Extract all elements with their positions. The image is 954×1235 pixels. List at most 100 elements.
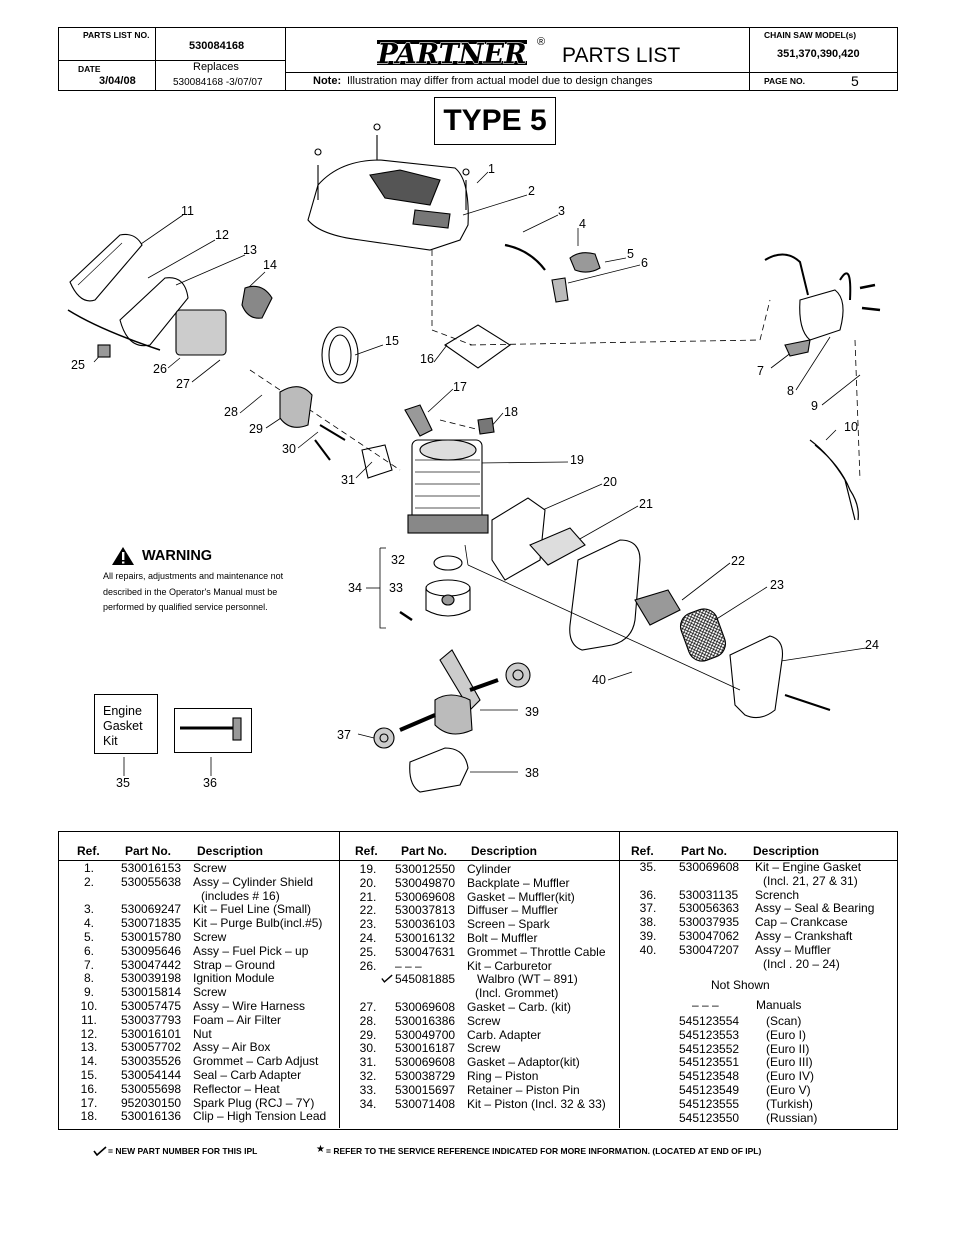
row-description: Ignition Module [193,971,275,986]
header-divider [749,28,750,90]
registered-mark: ® [537,36,546,48]
callout-20: 20 [603,475,617,489]
row-ref: 9. [83,985,94,1000]
row-description: (includes # 16) [201,888,280,903]
header-divider [285,72,897,73]
row-description: Screw [467,1041,501,1056]
row-part-no: – – – [395,958,422,973]
fuel-pickup-drawing [551,277,569,303]
muffler-bolt-drawing [784,694,831,711]
manual-part-no: 545123554 [679,1014,740,1028]
callout-25: 25 [71,358,85,372]
row-part-no: 530049870 [395,875,456,890]
row-ref: 31. [359,1055,377,1070]
callout-29: 29 [249,422,263,436]
row-part-no: 530016132 [395,931,456,945]
row-description: (Incl. Grommet) [475,986,559,1001]
row-ref: 38. [639,915,657,930]
manual-language: (Euro II) [766,1041,810,1056]
row-description: Assy – Wire Harness [193,999,306,1013]
row-description: Diffuser – Muffler [467,903,558,918]
high-tension-clip-drawing [477,417,495,435]
type-badge: TYPE 5 [434,97,556,145]
header-divider [59,60,285,61]
row-ref: 40. [639,942,657,957]
row-part-no: 530047631 [395,944,456,959]
row-description: Strap – Ground [193,957,276,972]
column-divider [619,832,620,1128]
callout-8: 8 [787,384,794,398]
row-ref: 20. [359,875,377,890]
row-part-no: 530015697 [395,1082,456,1097]
row-description: Screw [193,861,227,875]
table-row: (Incl. Grommet) [339,986,609,1000]
callout-1: 1 [488,162,495,176]
callout-40: 40 [592,673,606,687]
row-description: (Incl . 20 – 24) [763,956,840,971]
row-part-no: 530012550 [395,862,456,876]
header-divider [285,28,286,90]
manual-part-no: 545123551 [679,1055,740,1070]
row-description: Scrench [755,887,800,902]
callout-28: 28 [224,405,238,419]
manuals-title: Manuals [756,998,802,1012]
row-ref: 11. [81,1012,97,1027]
row-part-no: 530056363 [679,901,740,916]
row-description: Assy – Air Box [193,1040,271,1055]
row-ref: 34. [359,1096,377,1111]
muffler-cover-drawing [729,635,784,719]
row-description: Nut [193,1026,212,1041]
row-part-no: 530035526 [121,1054,182,1069]
row-ref: 37. [639,901,657,916]
crank-bearing-drawing [505,662,531,688]
row-description: Spark Plug (RCJ – 7Y) [193,1095,315,1110]
callout-39: 39 [525,705,539,719]
star-icon: ★ [316,1144,325,1155]
leader-lines [93,171,867,776]
engine-gasket-kit-box: Engine Gasket Kit [94,694,158,754]
row-part-no: 530036103 [395,917,456,932]
callout-26: 26 [153,362,167,376]
table-row: 26.– – –Kit – Carburetor [339,959,609,973]
row-description: Screw [467,1013,501,1028]
svg-text:PARTNER: PARTNER [377,39,527,68]
row-description: Seal – Carb Adapter [193,1068,302,1082]
callout-13: 13 [243,243,257,257]
cylinder-shield-drawing [307,123,470,251]
callout-33: 33 [389,581,403,595]
callout-9: 9 [811,399,818,413]
row-part-no: 530069608 [395,1000,456,1014]
callout-7: 7 [757,364,764,378]
row-ref: 36. [639,887,657,902]
date-label: DATE [78,64,101,74]
exploded-diagram [67,123,881,793]
row-ref: 26. [359,958,377,973]
row-part-no: 530015814 [121,985,182,1000]
carb-adapter-drawing [279,386,313,428]
replaces-value: 530084168 -3/07/07 [173,77,263,88]
callout-37: 37 [337,728,351,742]
callout-19: 19 [570,453,584,467]
purge-bulb-drawing [569,252,601,273]
row-ref: 7. [83,957,94,972]
kit-box-line: Engine [103,704,142,718]
row-description: Clip – High Tension Lead [193,1109,327,1124]
muffler-backplate-drawing [491,497,546,581]
row-part-no: 530049700 [395,1027,456,1042]
warning-title: WARNING [142,548,213,564]
row-description: Assy – Seal & Bearing [755,901,875,916]
callout-17: 17 [453,380,467,394]
manual-language: (Turkish) [766,1096,813,1111]
row-description: Assy – Cylinder Shield [193,874,314,889]
manual-language: (Euro IV) [766,1069,815,1084]
muffler-gasket-drawing [529,527,586,566]
row-ref: 2. [83,874,94,889]
